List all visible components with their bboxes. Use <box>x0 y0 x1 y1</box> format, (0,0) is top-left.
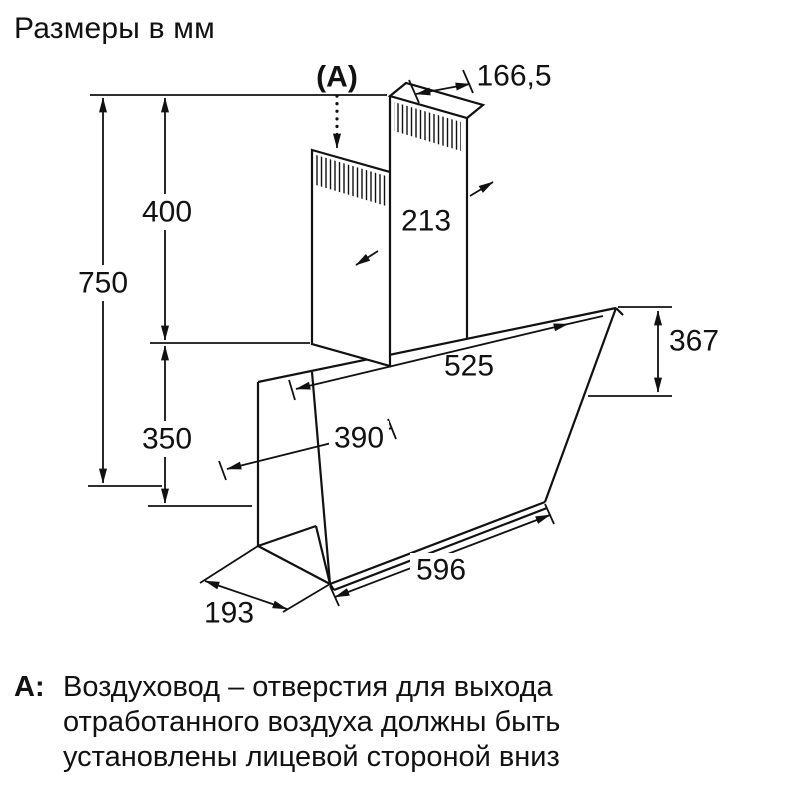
label-bg <box>137 194 197 230</box>
body-bottom-back-edge <box>257 524 317 548</box>
dim-label-front-panel-width: 596 <box>416 554 466 587</box>
footnote: A: Воздуховод – отверстия для выхода отр… <box>14 670 788 775</box>
footnote-marker: A: <box>14 671 45 703</box>
dim-label-body-top-width: 525 <box>444 350 494 383</box>
extension-duct-top-right <box>462 69 474 94</box>
extension-glass-bottom-right <box>544 503 555 525</box>
label-bg <box>137 421 197 457</box>
vent-hatch-lower <box>316 155 386 206</box>
dim-label-front-panel-drop: 367 <box>669 325 719 358</box>
dim-label-duct-width: 213 <box>401 205 451 238</box>
body-bottom-corner-edge <box>314 525 332 585</box>
glass-right-edge <box>543 307 618 503</box>
extension-depth-right <box>282 583 331 613</box>
dim-label-duct-top-depth: 166,5 <box>476 60 551 93</box>
inner-duct-face-fill <box>390 96 467 338</box>
label-bg <box>410 553 472 587</box>
extension-top-width-right <box>567 315 604 325</box>
callout-a-label: (A) <box>316 61 358 94</box>
footnote-line-2: отработанного воздуха должны быть <box>63 706 561 738</box>
dim-arrow-duct-width-front <box>355 250 379 266</box>
glass-left-edge <box>310 371 332 585</box>
dim-line-body-top-width <box>295 323 569 390</box>
glass-top-corner-edge <box>615 307 624 316</box>
dim-label-body-top-depth: 390 <box>334 422 384 455</box>
footnote-line-3: установлены лицевой стороной вниз <box>63 741 560 773</box>
extension-duct-top-left <box>408 79 420 104</box>
dim-line-body-bottom-depth <box>204 580 288 610</box>
dim-label-body-bottom-depth: 193 <box>204 597 254 630</box>
label-bg <box>329 421 389 455</box>
dim-label-chimney-height: 400 <box>142 196 192 229</box>
page-title: Размеры в мм <box>14 12 215 45</box>
hood-body-outline <box>256 306 624 592</box>
hood-dimension-drawing: (A) 166,5 400 750 213 525 367 350 390 59… <box>73 59 720 630</box>
dim-label-body-height: 350 <box>142 423 192 456</box>
footnote-line-1: Воздуховод – отверстия для выхода <box>63 671 553 703</box>
vent-hatch-upper <box>394 102 461 151</box>
extension-depth-left <box>199 545 259 584</box>
extension-top-width-left <box>288 379 296 401</box>
extension-top-depth-left <box>218 460 227 481</box>
dim-label-total-height: 750 <box>78 267 128 300</box>
glass-tip-edge <box>329 583 335 591</box>
body-bottom-front-edge <box>257 545 331 585</box>
dimension-labels: (A) 166,5 400 750 213 525 367 350 390 59… <box>73 60 719 630</box>
label-bg <box>73 265 133 301</box>
dim-line-duct-top-depth <box>415 82 471 96</box>
dim-arrow-duct-width-back <box>469 181 494 197</box>
extension-lines <box>88 69 672 613</box>
